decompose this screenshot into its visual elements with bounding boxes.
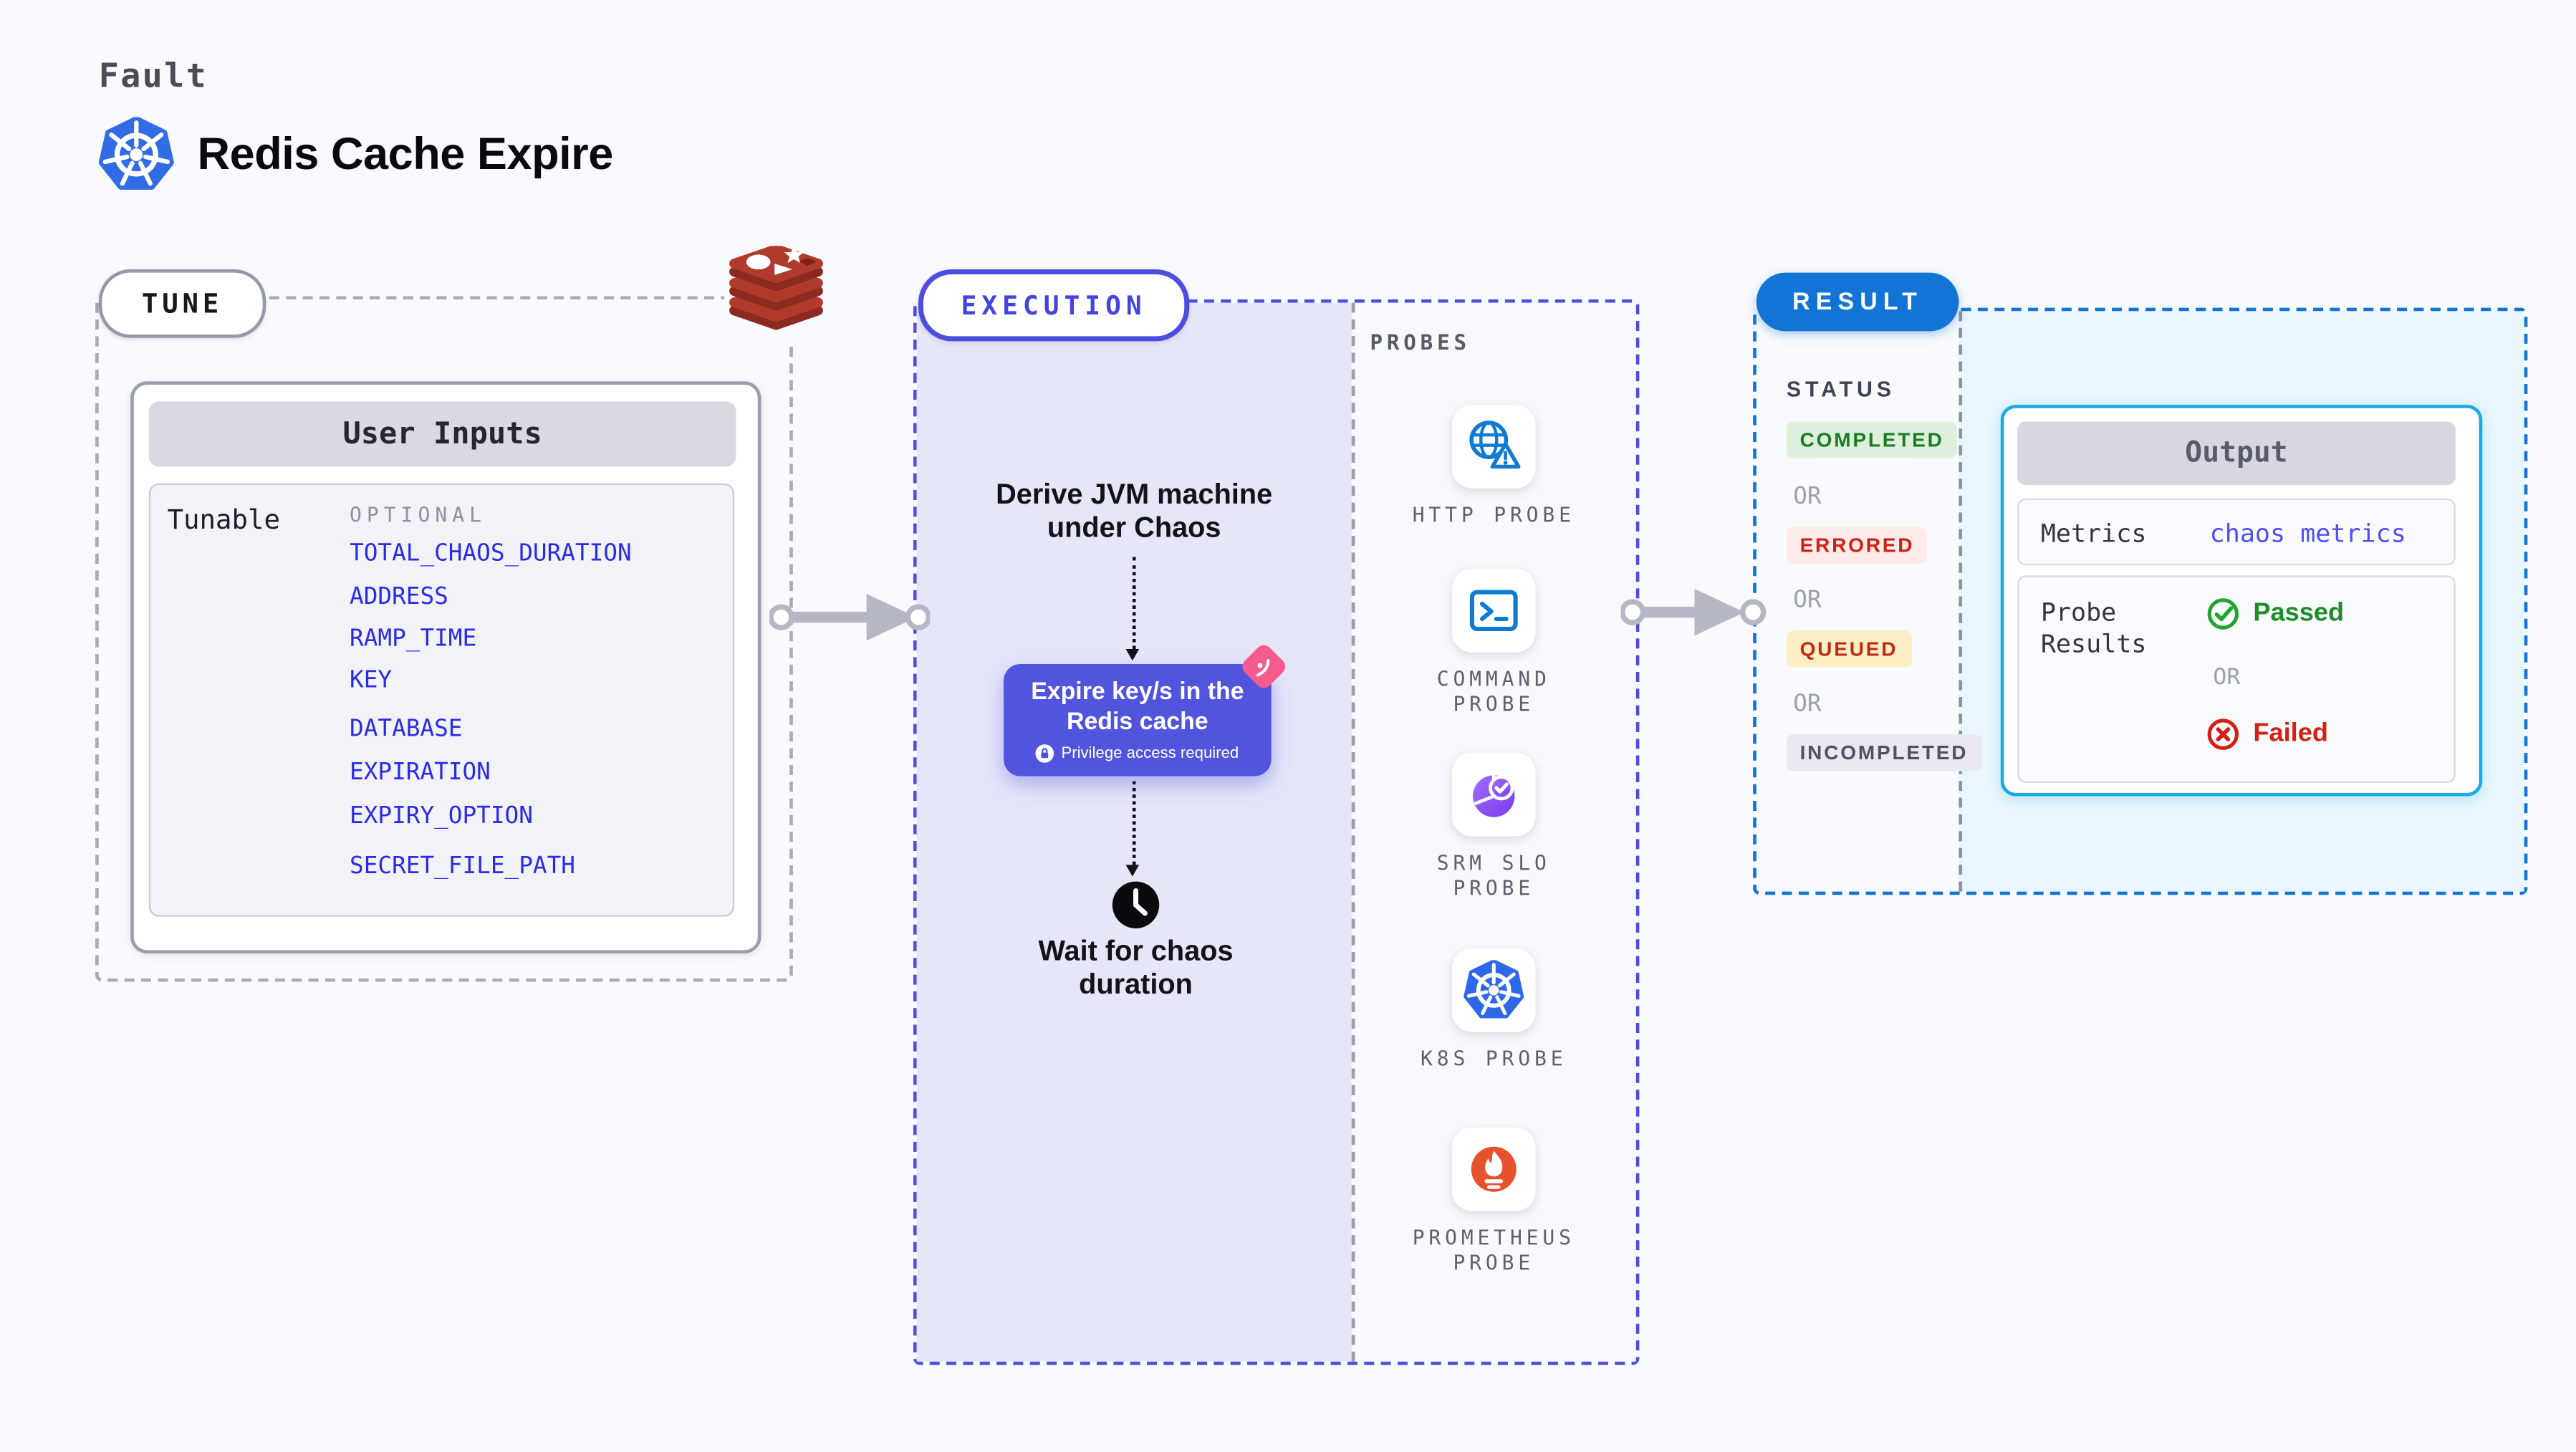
param-expiry-option: EXPIRY_OPTION bbox=[350, 802, 533, 830]
check-circle-icon bbox=[2207, 598, 2239, 630]
param-address: ADDRESS bbox=[350, 583, 448, 611]
chaos-tag-icon bbox=[1239, 641, 1289, 692]
status-badge-incompleted: INCOMPLETED bbox=[1786, 734, 1982, 771]
status-badge-queued: QUEUED bbox=[1786, 630, 1911, 668]
result-pill: RESULT bbox=[1756, 272, 1959, 332]
user-inputs-card: User Inputs Tunable OPTIONAL TOTAL_CHAOS… bbox=[130, 381, 761, 954]
param-ramp-time: RAMP_TIME bbox=[350, 625, 477, 653]
derive-step-text: Derive JVM machine under Chaos bbox=[996, 478, 1273, 543]
metrics-row: Metrics chaos metrics bbox=[2017, 498, 2456, 566]
or-separator: OR bbox=[1793, 587, 1822, 614]
http-probe-card bbox=[1451, 405, 1536, 489]
failed-result: Failed bbox=[2206, 718, 2328, 751]
prometheus-probe-card bbox=[1451, 1127, 1536, 1211]
kubernetes-icon bbox=[98, 116, 174, 192]
kubernetes-icon bbox=[1464, 960, 1524, 1019]
execution-section: PROBES Derive JVM machine under Chaos Ex… bbox=[913, 299, 1640, 1365]
flow-arrow-tune-to-execution bbox=[769, 593, 931, 641]
dotted-arrow-down-icon bbox=[1125, 781, 1140, 877]
command-probe-label: COMMAND PROBE bbox=[1436, 667, 1551, 716]
tunable-label: Tunable bbox=[167, 503, 280, 536]
probes-label: PROBES bbox=[1370, 330, 1471, 355]
clock-icon bbox=[1111, 880, 1161, 930]
tunable-panel: Tunable OPTIONAL TOTAL_CHAOS_DURATION AD… bbox=[148, 483, 735, 917]
lock-icon bbox=[1036, 744, 1055, 763]
fault-card: Expire key/s in the Redis cache Privileg… bbox=[1004, 664, 1272, 777]
srm-slo-probe-card bbox=[1451, 752, 1536, 837]
param-expiration: EXPIRATION bbox=[350, 759, 491, 787]
flow-arrow-execution-to-result bbox=[1620, 588, 1767, 636]
status-label: STATUS bbox=[1786, 376, 1895, 402]
output-title: Output bbox=[2017, 421, 2456, 486]
http-probe-label: HTTP PROBE bbox=[1412, 503, 1575, 527]
command-probe-card bbox=[1451, 568, 1536, 653]
param-key: KEY bbox=[350, 667, 393, 695]
fault-card-title-line2: Redis cache bbox=[1067, 708, 1208, 736]
metrics-label: Metrics bbox=[2040, 518, 2147, 549]
or-separator: OR bbox=[2213, 664, 2241, 691]
fault-card-title-line1: Expire key/s in the bbox=[1031, 679, 1244, 706]
param-secret-file-path: SECRET_FILE_PATH bbox=[350, 852, 575, 880]
tune-pill: TUNE bbox=[98, 269, 266, 338]
execution-pill: EXECUTION bbox=[918, 269, 1190, 342]
http-globe-icon bbox=[1469, 420, 1521, 469]
k8s-probe-label: K8S PROBE bbox=[1421, 1047, 1567, 1071]
output-card: Output Metrics chaos metrics Probe Resul… bbox=[2000, 405, 2483, 797]
wait-step-text: Wait for chaos duration bbox=[1038, 935, 1234, 1000]
prometheus-probe-label: PROMETHEUS PROBE bbox=[1412, 1226, 1575, 1275]
dotted-arrow-down-icon bbox=[1125, 557, 1140, 661]
terminal-icon bbox=[1469, 590, 1518, 632]
param-total-chaos-duration: TOTAL_CHAOS_DURATION bbox=[350, 540, 632, 567]
srm-slo-icon bbox=[1473, 775, 1515, 817]
user-inputs-title: User Inputs bbox=[148, 401, 736, 467]
status-badge-errored: ERRORED bbox=[1786, 527, 1928, 564]
result-section: STATUS COMPLETED OR ERRORED OR QUEUED OR… bbox=[1753, 307, 2528, 895]
param-database: DATABASE bbox=[350, 716, 463, 743]
x-circle-icon bbox=[2207, 718, 2239, 750]
probe-results-row: Probe Results Passed OR Failed bbox=[2017, 575, 2456, 783]
or-separator: OR bbox=[1793, 483, 1822, 511]
metrics-value: chaos metrics bbox=[2209, 518, 2406, 549]
srm-slo-probe-label: SRM SLO PROBE bbox=[1436, 851, 1551, 900]
or-separator: OR bbox=[1793, 691, 1822, 718]
redis-icon bbox=[724, 244, 828, 342]
privilege-note: Privilege access required bbox=[1004, 744, 1272, 763]
page-title: Redis Cache Expire bbox=[197, 128, 614, 179]
tune-section bbox=[95, 296, 793, 982]
status-badge-completed: COMPLETED bbox=[1786, 421, 1958, 458]
k8s-probe-card bbox=[1451, 948, 1536, 1032]
prometheus-icon bbox=[1471, 1146, 1517, 1192]
privilege-note-text: Privilege access required bbox=[1061, 744, 1239, 763]
optional-label: OPTIONAL bbox=[350, 503, 487, 527]
fault-eyebrow: Fault bbox=[98, 55, 208, 96]
probe-results-label: Probe Results bbox=[2040, 597, 2147, 660]
passed-result: Passed bbox=[2206, 597, 2344, 631]
